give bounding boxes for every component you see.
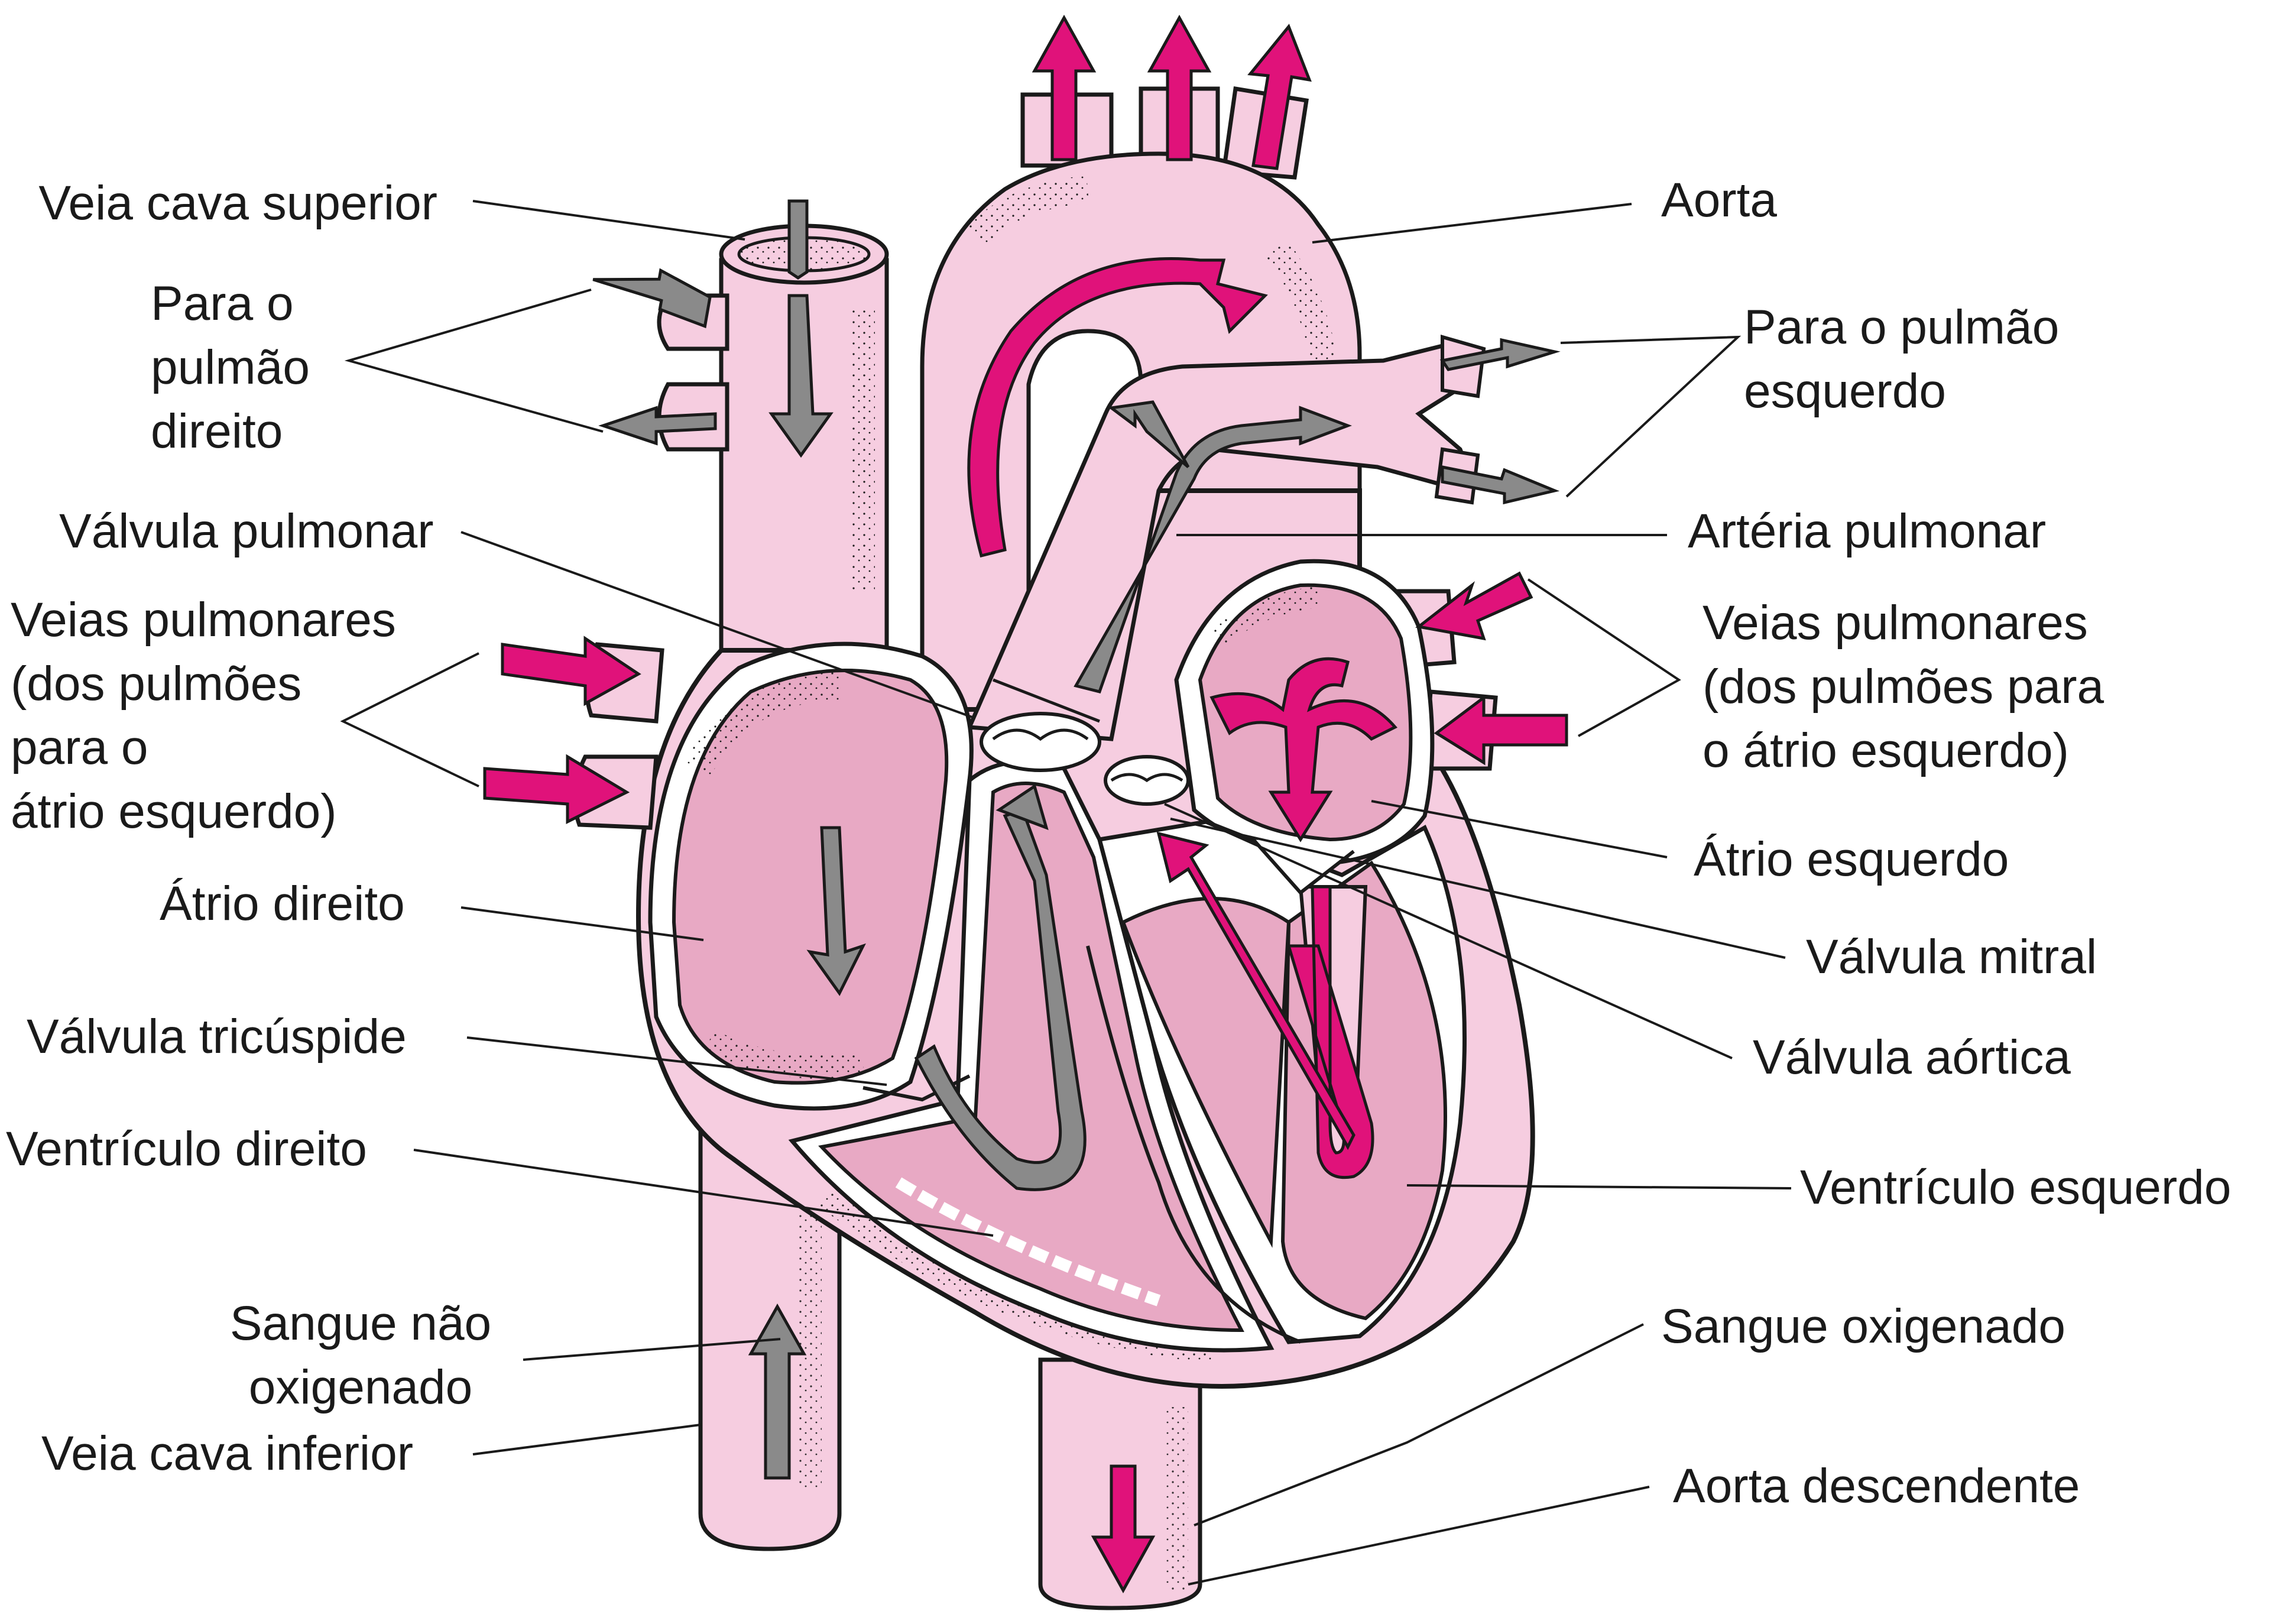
arrow-lv-outflow [1156, 831, 1355, 1150]
pulmonary-valve [980, 712, 1101, 772]
label-veias-pulmonares-esquerda: Veias pulmonares (dos pulmões para o átr… [11, 593, 396, 838]
arrow-rv-loop [914, 808, 1087, 1191]
leader-lines [340, 200, 1792, 1586]
arrow-right-atrium [806, 826, 866, 996]
arrow-left-atrium [1209, 657, 1397, 842]
right-atrium [648, 641, 974, 1111]
arrow-aortic-arch [967, 257, 1268, 558]
label-veias-pulmonares-direita: Veias pulmonares (dos pulmões para o átr… [1702, 596, 2104, 777]
label-valvula-tricuspide: Válvula tricúspide [27, 1010, 407, 1064]
label-valvula-aortica: Válvula aórtica [1753, 1030, 2071, 1084]
label-valvula-pulmonar: Válvula pulmonar [59, 504, 434, 558]
superior-vena-cava [657, 223, 889, 653]
arrow-svc [787, 199, 809, 280]
arrow-pv-right-upper [1415, 571, 1533, 641]
label-veia-cava-inferior: Veia cava inferior [41, 1427, 414, 1480]
arrow-branch-1 [1032, 14, 1097, 161]
arrow-ivc [748, 1303, 807, 1480]
label-valvula-mitral: Válvula mitral [1806, 930, 2097, 984]
valves [862, 712, 1355, 1102]
label-ventriculo-direito: Ventrículo direito [6, 1122, 367, 1176]
label-aorta-descendente: Aorta descendente [1673, 1459, 2080, 1513]
arrow-pv-left-lower [483, 754, 630, 825]
label-ventriculo-esquerdo: Ventrículo esquerdo [1800, 1161, 2232, 1214]
arrow-descending-aorta [1091, 1464, 1156, 1594]
label-arteria-pulmonar: Artéria pulmonar [1688, 504, 2047, 558]
deoxygenated-flow [592, 199, 1561, 1480]
arrow-pv-right-lower [1434, 695, 1568, 766]
arrow-left-lung-upper [1439, 338, 1561, 371]
label-atrio-direito: Átrio direito [160, 877, 405, 931]
label-pulmao-esquerdo: Para o pulmão esquerdo [1744, 300, 2060, 418]
arrow-right-lung-lower [598, 406, 717, 446]
label-sangue-nao-oxigenado: Sangue não oxigenado [229, 1296, 492, 1414]
arrow-left-lung-lower [1441, 465, 1560, 505]
arrow-branch-2 [1147, 14, 1212, 161]
arrow-pv-left-upper [501, 636, 641, 706]
arrow-pa-trunk [1074, 406, 1353, 693]
arrow-right-lung-upper [592, 268, 712, 329]
arrow-lv-loop [1286, 885, 1374, 1179]
label-sangue-oxigenado: Sangue oxigenado [1661, 1299, 2065, 1353]
oxygenated-flow [483, 14, 1568, 1594]
arrow-branch-3 [1247, 24, 1312, 170]
label-atrio-esquerdo: Átrio esquerdo [1694, 832, 2009, 886]
label-veia-cava-superior: Veia cava superior [38, 176, 437, 230]
label-aorta: Aorta [1661, 173, 1777, 227]
label-pulmao-direito: Para o pulmão direito [151, 277, 310, 458]
